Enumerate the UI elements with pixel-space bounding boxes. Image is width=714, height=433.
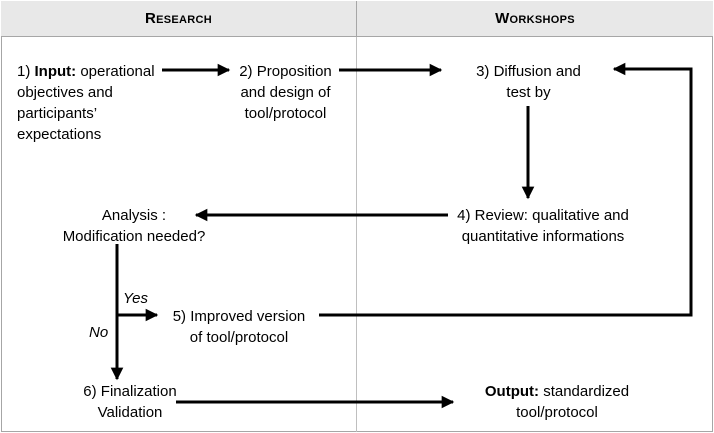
node-proposition: 2) Proposition and design of tool/protoc…: [228, 61, 343, 124]
analysis-line2: Modification needed?: [62, 228, 206, 245]
step1-prefix: 1): [17, 63, 35, 80]
output-line2: tool/protocol: [516, 404, 598, 421]
input-line3: participants’: [17, 105, 98, 122]
node-output: Output: standardized tool/protocol: [468, 381, 646, 423]
output-bold-label: Output:: [484, 383, 540, 400]
research-column-header: Research: [1, 1, 357, 37]
workshops-column-header: Workshops: [357, 1, 713, 37]
input-line1: operational: [76, 63, 155, 80]
improved-line2: of tool/protocol: [189, 329, 289, 346]
node-analysis: Analysis : Modification needed?: [60, 205, 208, 247]
input-bold-label: Input:: [34, 63, 77, 80]
input-line2: objectives and: [17, 84, 113, 101]
yes-label: Yes: [123, 290, 149, 307]
node-input: 1) Input: operational objectives and par…: [17, 61, 155, 145]
node-finalization: 6) Finalization Validation: [70, 381, 190, 423]
proposition-line2: and design of: [240, 84, 331, 101]
arrow-improved-loop-to-diffusion: [319, 62, 693, 317]
diffusion-line1: 3) Diffusion and: [476, 63, 581, 80]
finalization-line1: 6) Finalization: [83, 383, 177, 400]
finalization-line2: Validation: [97, 404, 163, 421]
proposition-line3: tool/protocol: [244, 105, 327, 122]
analysis-line1: Analysis :: [101, 207, 167, 224]
research-header-label: Research: [144, 10, 213, 27]
node-diffusion: 3) Diffusion and test by: [457, 61, 600, 103]
diffusion-line2: test by: [506, 84, 551, 101]
no-label: No: [89, 324, 109, 341]
review-line1: 4) Review: qualitative and: [457, 207, 629, 224]
node-improved: 5) Improved version of tool/protocol: [160, 306, 318, 348]
input-line4: expectations: [17, 126, 102, 143]
workshops-header-label: Workshops: [495, 10, 575, 27]
column-divider: [356, 37, 357, 432]
proposition-line1: 2) Proposition: [239, 63, 332, 80]
output-line1: standardized: [539, 383, 630, 400]
review-line2: quantitative informations: [461, 228, 625, 245]
improved-line1: 5) Improved version: [172, 308, 306, 325]
node-review: 4) Review: qualitative and quantitative …: [438, 205, 648, 247]
